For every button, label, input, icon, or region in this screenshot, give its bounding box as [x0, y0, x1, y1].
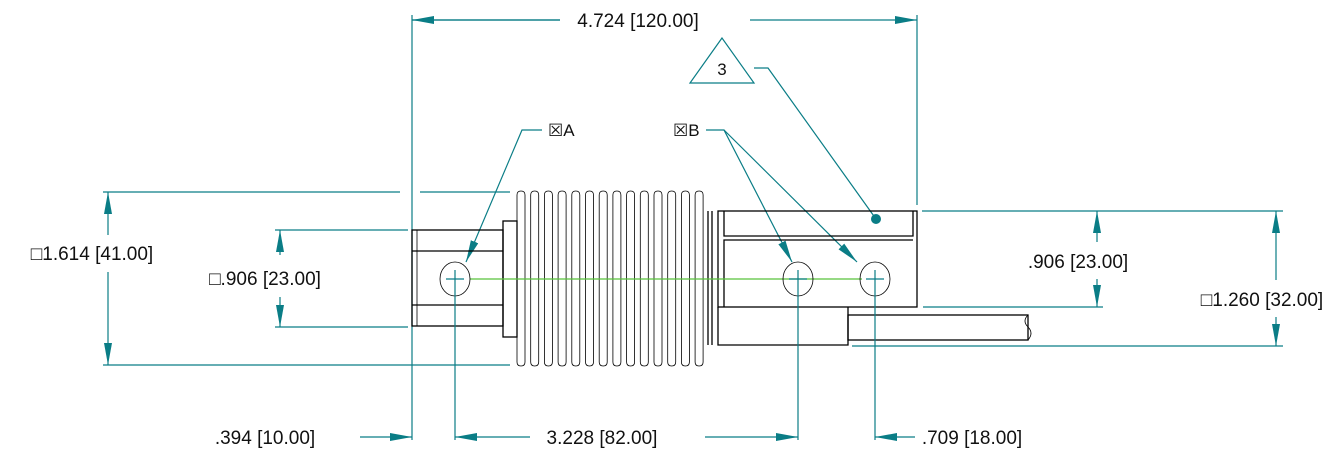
- hole-b2: [859, 261, 891, 440]
- end-hole-spacing-dimension: .709 [18.00]: [875, 428, 1022, 449]
- stub-height-label: □.906 [23.00]: [209, 269, 321, 290]
- bellows-fin: [544, 190, 553, 367]
- bellows-fin: [598, 190, 608, 367]
- bellows-fin: [639, 190, 649, 367]
- bellows-fin: [571, 190, 581, 367]
- datum-a-leader: ☒A: [465, 121, 575, 263]
- load-cell-body: [411, 190, 1032, 367]
- note-dot-icon: [871, 214, 881, 224]
- note-triangle: 3: [688, 36, 881, 224]
- overall-length-label: 4.724 [120.00]: [577, 11, 699, 32]
- hole-spacing-dimension: 3.228 [82.00]: [455, 428, 798, 449]
- hole-b1: [782, 261, 814, 440]
- left-offset-dimension: .394 [10.00]: [215, 428, 412, 449]
- datum-b-label: ☒B: [673, 121, 700, 140]
- bellows-fin: [681, 190, 690, 367]
- bellows-fin: [530, 190, 540, 367]
- right-hole-offset-label: .906 [23.00]: [1028, 252, 1128, 273]
- bellows-fin: [667, 190, 677, 367]
- bellows-fins: [516, 190, 704, 367]
- bellows-fin: [585, 190, 594, 367]
- hole-spacing-label: 3.228 [82.00]: [547, 428, 658, 449]
- datum-a-label: ☒A: [548, 121, 575, 140]
- right-block-height-dimension: □1.260 [32.00]: [852, 211, 1323, 347]
- left-offset-label: .394 [10.00]: [215, 428, 315, 449]
- note-triangle-label: 3: [717, 60, 726, 79]
- overall-length-dimension: 4.724 [120.00]: [411, 11, 918, 440]
- overall-height-label: □1.614 [41.00]: [31, 244, 153, 265]
- right-hole-offset-dimension: .906 [23.00]: [922, 210, 1283, 308]
- right-block-height-label: □1.260 [32.00]: [1201, 290, 1323, 311]
- hole-a: [439, 261, 471, 440]
- stub-height-dimension: □.906 [23.00]: [209, 229, 408, 328]
- bellows-fin: [516, 190, 526, 367]
- overall-height-dimension: □1.614 [41.00]: [31, 191, 510, 366]
- bellows-fin: [653, 190, 663, 367]
- end-hole-spacing-label: .709 [18.00]: [922, 428, 1022, 449]
- bellows-fin: [612, 190, 622, 367]
- bellows-fin: [557, 190, 567, 367]
- bellows-fin: [694, 190, 704, 367]
- bellows-fin: [626, 190, 635, 367]
